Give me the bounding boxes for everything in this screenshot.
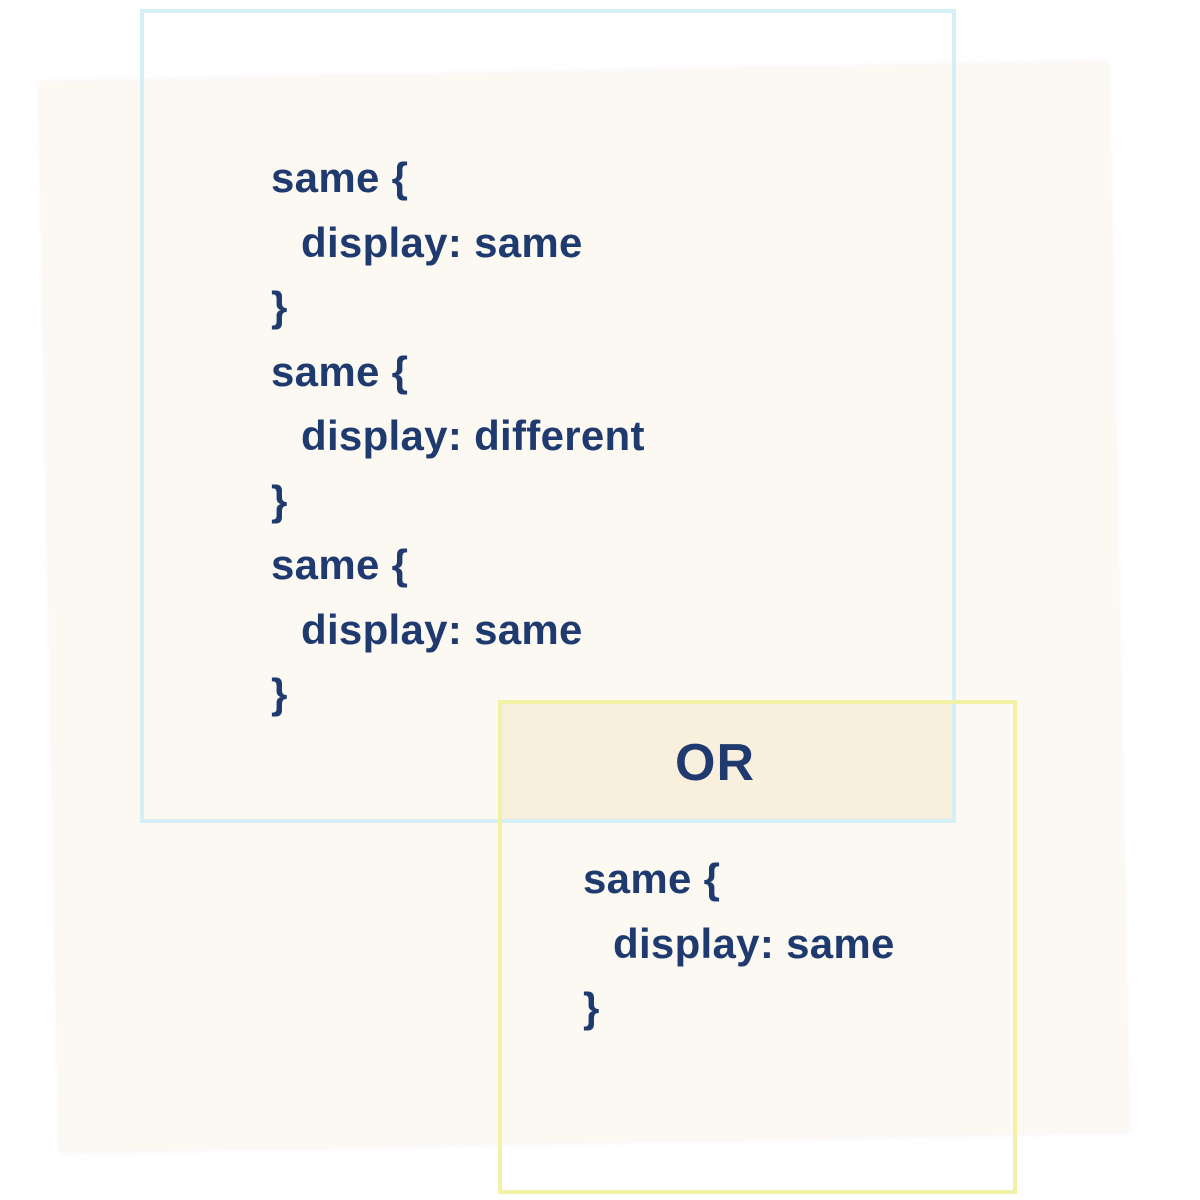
code-line-selector: same { <box>583 855 721 902</box>
code-line-selector: same { <box>271 541 409 588</box>
code-line-declaration: display: same <box>301 605 583 653</box>
alternative-code-block: same { display: same } <box>583 847 895 1041</box>
main-code-block: same { display: same } same { display: d… <box>271 146 645 727</box>
code-line-declaration: display: same <box>301 218 583 266</box>
code-line-close-brace: } <box>271 670 288 717</box>
code-line-declaration: display: different <box>301 412 645 459</box>
code-line-close-brace: } <box>271 476 288 524</box>
code-line-selector: same { <box>271 154 409 201</box>
alternative-code-frame <box>498 700 1017 1194</box>
code-line-close-brace: } <box>583 984 600 1031</box>
code-line-selector: same { <box>271 347 409 395</box>
code-line-close-brace: } <box>271 283 288 330</box>
or-highlight-band <box>502 704 952 819</box>
code-line-declaration: display: same <box>613 919 895 967</box>
or-separator-label: OR <box>675 734 755 792</box>
main-code-frame <box>140 9 956 823</box>
